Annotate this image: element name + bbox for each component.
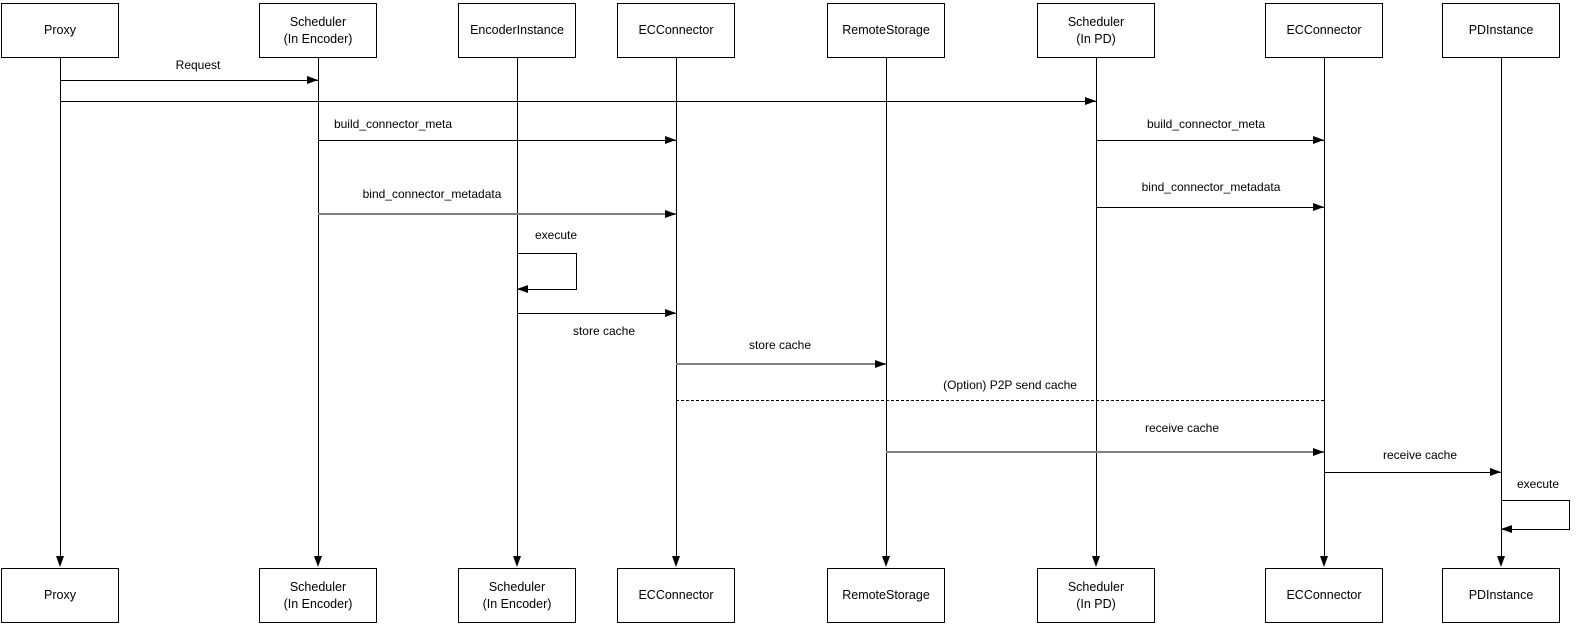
actor-bottom-label-ec-connector-1: ECConnector — [638, 588, 714, 603]
actor-top-label-scheduler-encoder: Scheduler — [289, 15, 347, 30]
actor-top-box-ec-connector-2: ECConnector — [1265, 3, 1383, 58]
lifeline-arrowhead-pd-instance — [1497, 556, 1505, 567]
message-label-receive-cache-to-pd: receive cache — [1380, 448, 1460, 463]
lifeline-arrowhead-ec-connector-2 — [1320, 556, 1328, 567]
actor-bottom-label-scheduler-pd: (In PD) — [1076, 596, 1116, 611]
message-line-bind-connector-metadata-pd — [1096, 207, 1324, 208]
actor-top-box-remote-storage: RemoteStorage — [827, 3, 945, 58]
actor-bottom-label-proxy: Proxy — [44, 588, 76, 603]
lifeline-arrowhead-remote-storage — [882, 556, 890, 567]
self-loop-execute-encoder — [517, 253, 577, 290]
actor-top-box-ec-connector-1: ECConnector — [617, 3, 735, 58]
actor-top-box-scheduler-pd: Scheduler(In PD) — [1037, 3, 1155, 58]
message-line-p2p-send-cache — [676, 400, 1324, 401]
self-loop-arrowhead-execute-encoder — [517, 285, 528, 293]
lifeline-proxy — [60, 58, 61, 556]
message-line-build-connector-meta-encoder — [318, 140, 676, 141]
actor-bottom-label-encoder-instance: Scheduler — [488, 580, 546, 595]
lifeline-arrowhead-proxy — [56, 556, 64, 567]
lifeline-arrowhead-encoder-instance — [513, 556, 521, 567]
actor-top-box-scheduler-encoder: Scheduler(In Encoder) — [259, 3, 377, 58]
lifeline-arrowhead-scheduler-pd — [1092, 556, 1100, 567]
self-loop-label-execute-pd: execute — [1514, 477, 1562, 492]
actor-bottom-box-scheduler-encoder: Scheduler(In Encoder) — [259, 568, 377, 623]
actor-bottom-label-encoder-instance: (In Encoder) — [482, 596, 552, 611]
message-label-store-cache-to-remote: store cache — [746, 338, 814, 353]
self-loop-arrowhead-execute-pd — [1501, 525, 1512, 533]
lifeline-ec-connector-1 — [676, 58, 677, 556]
actor-bottom-label-scheduler-encoder: (In Encoder) — [283, 596, 353, 611]
message-arrowhead-store-cache-to-connector — [665, 309, 676, 317]
lifeline-scheduler-encoder — [318, 58, 319, 556]
lifeline-ec-connector-2 — [1324, 58, 1325, 556]
message-line-store-cache-to-connector — [517, 313, 676, 314]
message-arrowhead-build-connector-meta-pd — [1313, 136, 1324, 144]
message-line-forward-request — [60, 101, 1096, 102]
message-label-request: Request — [173, 58, 223, 73]
message-arrowhead-bind-connector-metadata-encoder — [665, 210, 676, 218]
message-arrowhead-bind-connector-metadata-pd — [1313, 203, 1324, 211]
actor-top-box-proxy: Proxy — [1, 3, 119, 58]
actor-top-label-scheduler-pd: (In PD) — [1076, 31, 1116, 46]
message-label-receive-cache-from-remote: receive cache — [1142, 421, 1222, 436]
lifeline-arrowhead-scheduler-encoder — [314, 556, 322, 567]
message-line-bind-connector-metadata-encoder — [318, 213, 676, 215]
message-arrowhead-store-cache-to-remote — [875, 360, 886, 368]
message-line-receive-cache-from-remote — [886, 451, 1324, 453]
actor-bottom-box-encoder-instance: Scheduler(In Encoder) — [458, 568, 576, 623]
message-label-bind-connector-metadata-pd: bind_connector_metadata — [1139, 180, 1283, 195]
actor-top-label-scheduler-encoder: (In Encoder) — [283, 31, 353, 46]
actor-bottom-box-pd-instance: PDInstance — [1442, 568, 1560, 623]
actor-top-label-scheduler-pd: Scheduler — [1067, 15, 1125, 30]
lifeline-scheduler-pd — [1096, 58, 1097, 556]
actor-top-label-proxy: Proxy — [44, 23, 76, 38]
message-arrowhead-forward-request — [1085, 97, 1096, 105]
message-label-store-cache-to-connector: store cache — [570, 324, 638, 339]
message-line-store-cache-to-remote — [676, 363, 886, 365]
message-arrowhead-build-connector-meta-encoder — [665, 136, 676, 144]
message-arrowhead-receive-cache-to-pd — [1490, 468, 1501, 476]
message-line-request — [60, 80, 318, 81]
actor-bottom-label-scheduler-pd: Scheduler — [1067, 580, 1125, 595]
message-arrowhead-request — [307, 76, 318, 84]
lifeline-remote-storage — [886, 58, 887, 556]
message-line-receive-cache-to-pd — [1324, 472, 1501, 473]
message-label-p2p-send-cache: (Option) P2P send cache — [941, 378, 1079, 393]
self-loop-execute-pd — [1501, 500, 1570, 530]
message-arrowhead-receive-cache-from-remote — [1313, 448, 1324, 456]
actor-bottom-label-pd-instance: PDInstance — [1468, 588, 1534, 603]
message-label-bind-connector-metadata-encoder: bind_connector_metadata — [360, 187, 504, 202]
actor-bottom-box-ec-connector-2: ECConnector — [1265, 568, 1383, 623]
message-label-build-connector-meta-pd: build_connector_meta — [1144, 117, 1268, 132]
actor-top-box-pd-instance: PDInstance — [1442, 3, 1560, 58]
actor-top-box-encoder-instance: EncoderInstance — [458, 3, 576, 58]
actor-bottom-box-ec-connector-1: ECConnector — [617, 568, 735, 623]
actor-top-label-ec-connector-2: ECConnector — [1286, 23, 1362, 38]
actor-top-label-encoder-instance: EncoderInstance — [470, 23, 564, 38]
lifeline-arrowhead-ec-connector-1 — [672, 556, 680, 567]
actor-top-label-pd-instance: PDInstance — [1468, 23, 1534, 38]
actor-top-label-ec-connector-1: ECConnector — [638, 23, 714, 38]
actor-bottom-box-scheduler-pd: Scheduler(In PD) — [1037, 568, 1155, 623]
actor-bottom-label-remote-storage: RemoteStorage — [842, 588, 930, 603]
actor-bottom-label-ec-connector-2: ECConnector — [1286, 588, 1362, 603]
lifeline-encoder-instance — [517, 58, 518, 556]
actor-bottom-box-remote-storage: RemoteStorage — [827, 568, 945, 623]
self-loop-label-execute-encoder: execute — [532, 228, 580, 243]
message-line-build-connector-meta-pd — [1096, 140, 1324, 141]
lifeline-pd-instance — [1501, 58, 1502, 556]
actor-bottom-box-proxy: Proxy — [1, 568, 119, 623]
message-label-build-connector-meta-encoder: build_connector_meta — [331, 117, 455, 132]
actor-bottom-label-scheduler-encoder: Scheduler — [289, 580, 347, 595]
actor-top-label-remote-storage: RemoteStorage — [842, 23, 930, 38]
